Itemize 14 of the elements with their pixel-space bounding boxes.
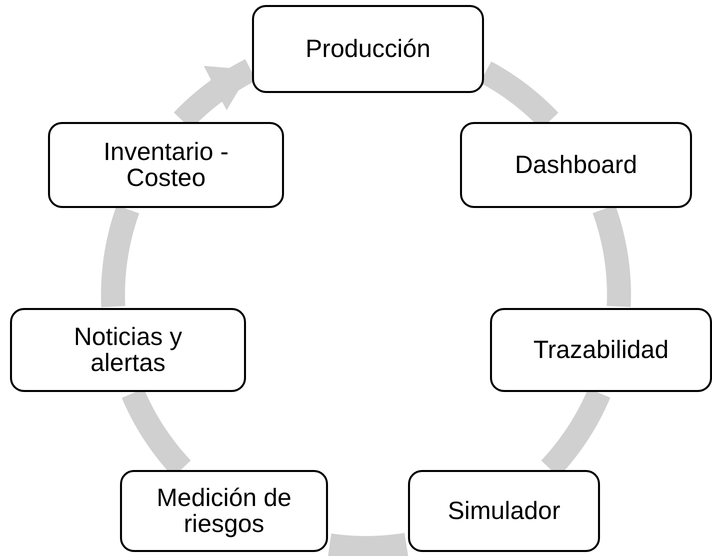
process-box — [490, 308, 712, 392]
node-label: Simulador — [448, 498, 560, 524]
process-box — [252, 5, 484, 93]
node-label: Trazabilidad — [533, 336, 669, 364]
process-box — [408, 470, 600, 552]
node-label: Producción — [305, 36, 431, 62]
node-label: Dashboard — [514, 152, 638, 178]
process-box — [460, 122, 692, 208]
process-box — [10, 308, 246, 392]
node-label: Noticias y alertas — [72, 324, 184, 376]
node-label: Medición de riesgos — [156, 484, 292, 538]
process-box — [120, 470, 328, 552]
node-label: Inventario - Costeo — [102, 138, 230, 192]
process-box — [48, 122, 284, 208]
